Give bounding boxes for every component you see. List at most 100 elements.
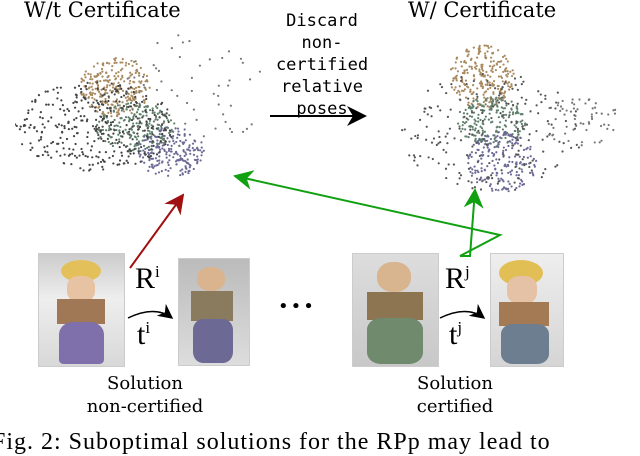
cloud-point — [472, 99, 475, 102]
cloud-point — [143, 135, 146, 138]
cloud-point — [493, 103, 497, 106]
cloud-point — [154, 172, 157, 175]
cloud-point — [460, 76, 463, 79]
cloud-point — [574, 123, 577, 126]
cloud-point — [99, 130, 102, 133]
cloud-point — [576, 108, 579, 111]
cloud-point — [23, 131, 27, 134]
cloud-point — [123, 162, 126, 165]
cloud-point — [144, 147, 147, 150]
cloud-point — [86, 118, 89, 121]
cloud-point — [484, 103, 487, 106]
cloud-point — [75, 117, 78, 120]
cloud-point — [43, 126, 46, 129]
cloud-point — [168, 159, 171, 162]
cloud-point — [505, 57, 508, 60]
cloud-point — [127, 62, 130, 66]
cloud-point — [196, 158, 199, 161]
cloud-point — [185, 101, 189, 105]
cloud-point — [91, 88, 94, 91]
cloud-point — [139, 82, 142, 85]
cloud-point — [540, 101, 543, 104]
cloud-point — [97, 103, 101, 106]
cloud-point — [499, 111, 502, 115]
cloud-point — [486, 105, 489, 108]
cloud-point — [130, 112, 133, 115]
cloud-point — [502, 63, 505, 66]
cloud-point — [105, 61, 109, 65]
cloud-point — [166, 161, 170, 164]
cloud-point — [413, 156, 417, 159]
cloud-point — [115, 100, 118, 103]
cloud-point — [508, 160, 511, 163]
cloud-point — [113, 93, 116, 96]
cloud-point — [491, 159, 494, 162]
cloud-point — [498, 158, 501, 161]
cloud-point — [56, 97, 59, 100]
cloud-point — [501, 80, 504, 83]
cloud-point — [525, 148, 528, 151]
cloud-point — [148, 108, 152, 112]
cloud-point — [474, 151, 477, 154]
photo-i-2 — [178, 258, 250, 366]
cloud-point — [181, 141, 184, 144]
cloud-point — [504, 148, 508, 152]
cloud-point — [178, 133, 181, 137]
cloud-point — [584, 102, 587, 105]
cloud-point — [458, 85, 461, 88]
cloud-point — [507, 180, 510, 183]
cloud-point — [479, 176, 483, 179]
cloud-point — [115, 138, 118, 141]
cloud-point — [25, 117, 28, 121]
cloud-point — [612, 109, 615, 112]
cloud-point — [493, 164, 496, 167]
cloud-point — [137, 140, 141, 143]
cloud-point — [522, 182, 526, 186]
cloud-point — [155, 127, 158, 130]
cloud-point — [100, 88, 103, 91]
cloud-point — [139, 153, 142, 156]
cloud-point — [75, 156, 78, 159]
cloud-point — [82, 153, 85, 156]
cloud-point — [481, 119, 485, 123]
cloud-point — [156, 41, 159, 45]
cloud-point — [144, 88, 147, 91]
cloud-point — [460, 65, 463, 68]
cloud-point — [147, 117, 150, 120]
cloud-point — [149, 117, 152, 121]
cloud-point — [96, 72, 99, 76]
cloud-point — [199, 159, 202, 162]
cloud-point — [116, 104, 119, 107]
cloud-point — [529, 145, 532, 148]
cloud-point — [61, 141, 64, 144]
cloud-point — [109, 123, 113, 126]
cloud-point — [196, 155, 199, 158]
cloud-point — [142, 144, 146, 147]
cloud-point — [90, 145, 93, 148]
cloud-point — [503, 164, 506, 168]
cloud-point — [133, 135, 137, 138]
cloud-point — [535, 104, 538, 107]
cloud-point — [141, 100, 144, 103]
cloud-point — [129, 74, 132, 77]
cloud-point — [516, 142, 520, 145]
cloud-point — [486, 50, 489, 53]
cloud-point — [151, 111, 154, 115]
cloud-point — [506, 140, 509, 143]
cloud-point — [482, 93, 485, 96]
cloud-point — [473, 186, 477, 189]
cloud-point — [121, 74, 124, 78]
cloud-point — [95, 99, 98, 102]
cloud-point — [115, 111, 118, 114]
cloud-point — [109, 136, 112, 139]
cloud-point — [93, 106, 97, 109]
cloud-point — [462, 112, 466, 115]
cloud-point — [520, 168, 523, 171]
cloud-point — [479, 118, 482, 122]
cloud-point — [167, 120, 170, 124]
cloud-point — [481, 105, 484, 108]
cloud-point — [556, 164, 559, 167]
cloud-point — [508, 114, 511, 117]
cloud-point — [117, 71, 120, 74]
cloud-point — [77, 110, 80, 113]
